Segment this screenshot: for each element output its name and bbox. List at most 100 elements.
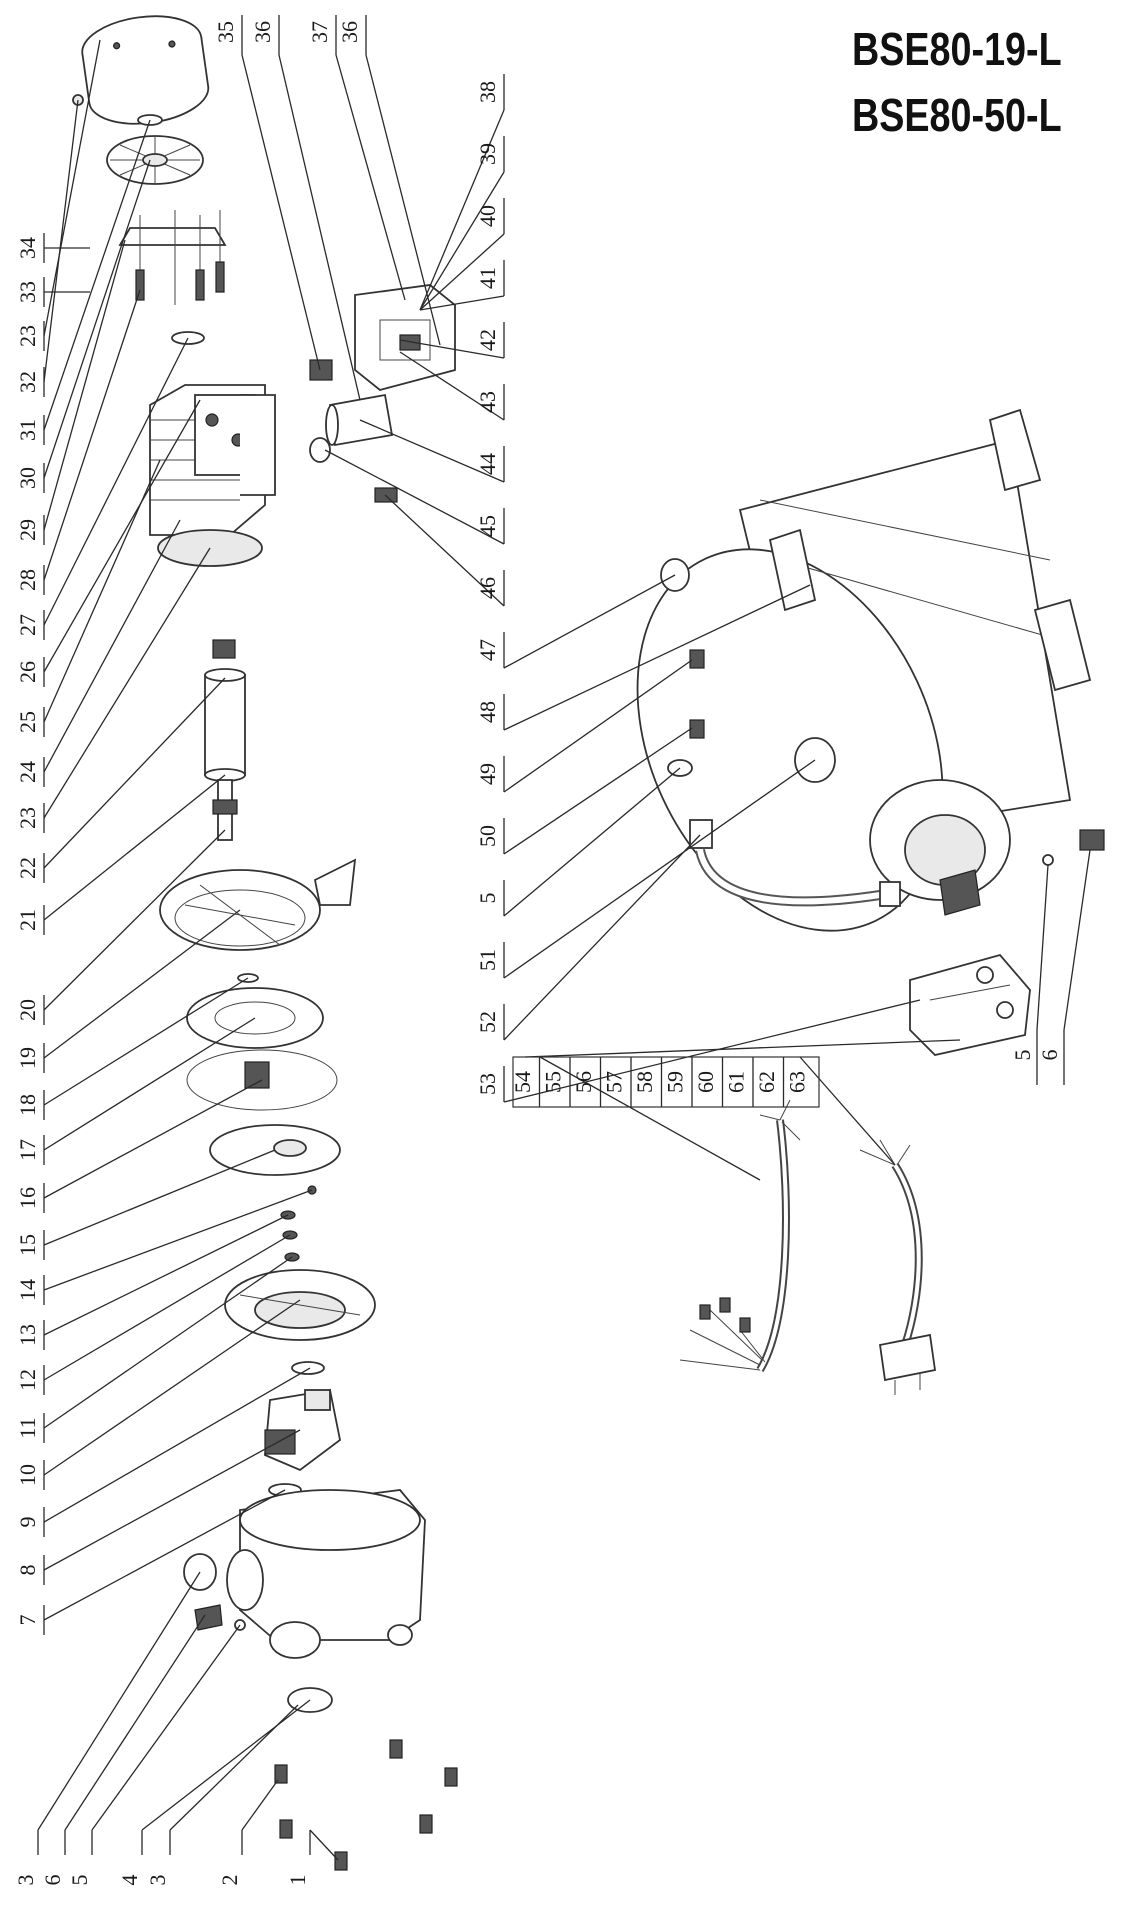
terminal-box-shape — [354, 284, 456, 391]
ejector-shape — [264, 1388, 341, 1472]
callout-box-row — [512, 1056, 820, 1108]
callout-label-box-2: 56 — [571, 1071, 596, 1093]
callout-label-box-0: 54 — [510, 1071, 535, 1093]
callout-label-upper-15: 49 — [475, 763, 500, 785]
callout-label-left-31: 31 — [15, 419, 40, 441]
callout-label-upper-14: 48 — [475, 701, 500, 723]
leader-right-diag-0 — [1036, 864, 1049, 1031]
leader-left-diag-9 — [43, 1367, 311, 1523]
leader-left-diag-19 — [43, 909, 241, 1059]
leader-left-diag-22 — [43, 677, 226, 869]
callout-label-left-5: 2 — [217, 1875, 242, 1886]
leader-left-diag-7 — [43, 1489, 286, 1621]
callout-label-upper-20: 53 — [475, 1073, 500, 1095]
leader-left-diag-3 — [141, 1699, 311, 1831]
leader-upper-diag-4 — [419, 109, 505, 311]
callout-label-left-35: 34 — [15, 237, 40, 259]
leader-left-diag-11 — [43, 1256, 293, 1429]
callout-label-left-3: 4 — [117, 1875, 142, 1886]
callout-label-upper-11: 45 — [475, 515, 500, 537]
leader-left-diag-24 — [43, 519, 181, 773]
callout-label-left-6: 1 — [285, 1875, 310, 1886]
callout-label-left-32: 32 — [15, 371, 40, 393]
callout-label-left-33: 23 — [15, 325, 40, 347]
callout-label-left-24: 24 — [15, 761, 40, 783]
diffuser-shape — [224, 1269, 376, 1341]
leader-lines — [37, 15, 1091, 1861]
leader-left-diag-27 — [43, 337, 189, 626]
callout-label-upper-12: 46 — [475, 577, 500, 599]
leader-left-diag-20 — [43, 829, 226, 1011]
callout-label-box-6: 60 — [693, 1071, 718, 1093]
leader-left-diag-31 — [43, 119, 151, 431]
leader-upper-diag-2 — [335, 54, 406, 301]
leader-upper-diag-0 — [241, 54, 321, 371]
callout-label-left-18: 18 — [15, 1094, 40, 1116]
fan-cover-shape — [81, 15, 210, 125]
motor-housing-shape — [149, 384, 276, 567]
callout-label-left-13: 13 — [15, 1324, 40, 1346]
leader-left-diag-6 — [309, 1829, 339, 1861]
parts-drawing — [72, 15, 1105, 1871]
callout-label-left-19: 19 — [15, 1047, 40, 1069]
leader-right-diag-1 — [1063, 849, 1091, 1031]
leader-left-diag-8 — [43, 1429, 301, 1571]
callout-label-upper-18: 51 — [475, 949, 500, 971]
leader-left-diag-30 — [43, 159, 151, 479]
leader-upper-diag-20 — [503, 999, 921, 1103]
callout-label-box-3: 57 — [602, 1071, 627, 1093]
callout-label-left-20: 20 — [15, 999, 40, 1021]
leader-upper-diag-9 — [399, 351, 505, 421]
rotor-shape — [204, 639, 246, 841]
leader-left-diag-28 — [43, 289, 141, 581]
callout-label-upper-1: 36 — [250, 21, 275, 43]
leader-upper-diag-14 — [503, 584, 811, 731]
callout-label-upper-8: 42 — [475, 329, 500, 351]
callout-label-left-23: 23 — [15, 807, 40, 829]
bracket-shape — [118, 210, 227, 305]
callout-label-left-10: 10 — [15, 1464, 40, 1486]
callout-label-left-21: 21 — [15, 909, 40, 931]
leader-left-diag-29 — [43, 239, 126, 531]
callout-label-right-1: 6 — [1037, 1050, 1062, 1061]
leader-upper-diag-6 — [419, 233, 505, 311]
leader-left-diag-32 — [43, 99, 79, 383]
callout-label-upper-6: 40 — [475, 205, 500, 227]
leader-left-diag-0 — [37, 1571, 201, 1831]
callout-label-upper-10: 44 — [475, 453, 500, 475]
callout-label-upper-0: 35 — [213, 21, 238, 43]
leader-left-diag-23 — [43, 547, 211, 819]
leader-left-diag-18 — [43, 977, 249, 1106]
leader-upper-diag-16 — [503, 727, 693, 855]
leader-upper-diag-11 — [324, 449, 505, 545]
callout-label-left-30: 30 — [15, 467, 40, 489]
callout-label-box-5: 59 — [663, 1071, 688, 1093]
callout-label-box-8: 62 — [754, 1071, 779, 1093]
leader-left-diag-33 — [43, 39, 101, 337]
title-line-1: BSE80-19-L — [852, 23, 1062, 75]
leader-left-diag-16 — [43, 1079, 263, 1199]
cable-with-terminals-shape — [679, 1099, 801, 1373]
callout-label-upper-13: 47 — [475, 639, 500, 661]
title-line-2: BSE80-50-L — [852, 89, 1062, 141]
power-cord-shape — [859, 1139, 937, 1395]
leader-upper-diag-12 — [384, 494, 505, 607]
callout-label-upper-17: 5 — [475, 893, 500, 904]
capacitor-shape — [325, 393, 394, 447]
leader-box-54 — [524, 1039, 961, 1058]
leader-left-diag-14 — [43, 1189, 313, 1291]
leader-left-diag-1 — [64, 1614, 206, 1831]
leader-upper-diag-19 — [503, 834, 701, 1041]
callout-label-upper-5: 39 — [475, 143, 500, 165]
leader-upper-diag-18 — [503, 759, 816, 979]
leader-upper-diag-15 — [503, 659, 693, 793]
leader-left-diag-5 — [241, 1779, 279, 1831]
callout-label-upper-3: 36 — [337, 21, 362, 43]
callout-label-left-27: 27 — [15, 614, 40, 636]
leader-upper-diag-17 — [503, 767, 681, 917]
leader-box-56 — [539, 1056, 761, 1181]
callout-label-upper-2: 37 — [307, 21, 332, 43]
flange-shape — [159, 858, 357, 951]
